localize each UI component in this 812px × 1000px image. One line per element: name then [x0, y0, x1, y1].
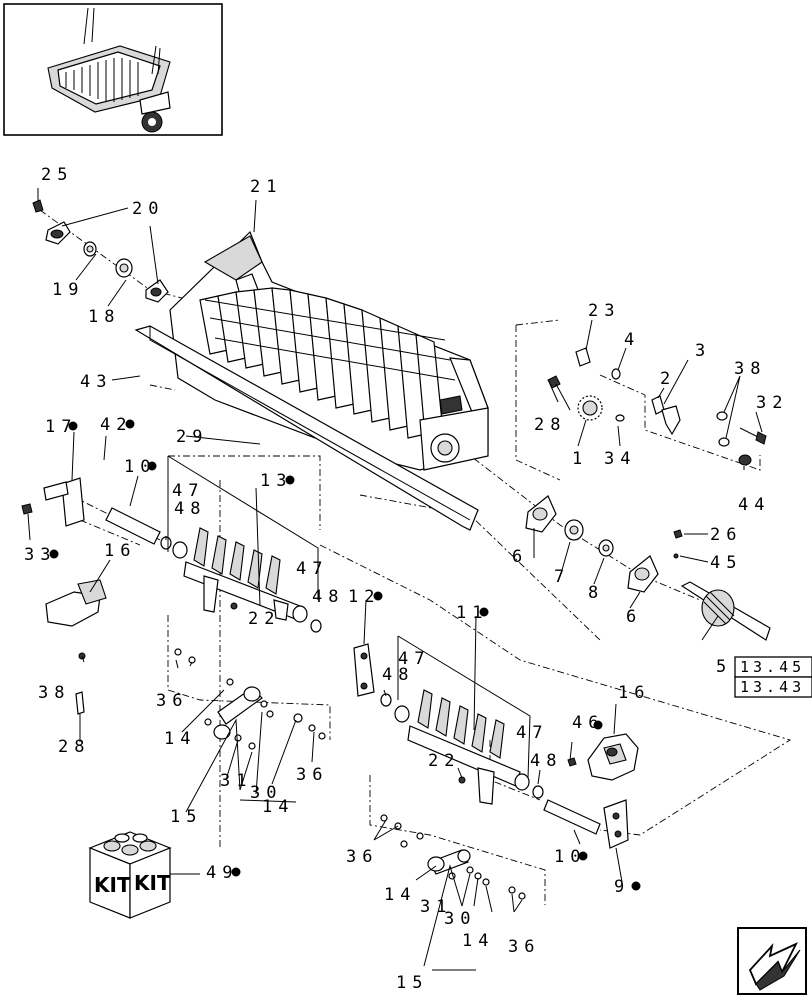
center-cam-arm-group [380, 814, 526, 900]
label-15-a: 15 [170, 807, 202, 827]
label-10-right: 10 [554, 847, 586, 867]
label-3: 3 [695, 341, 711, 361]
label-47-a: 47 [172, 481, 204, 501]
label-11: 11 [456, 603, 488, 623]
label-36-d: 36 [508, 937, 540, 957]
label-49: 49 [206, 863, 238, 883]
label-9: 9 [614, 877, 630, 897]
label-14-a: 14 [164, 729, 196, 749]
label-14-d: 14 [462, 931, 494, 951]
label-45: 45 [710, 553, 742, 573]
label-44: 44 [738, 495, 770, 515]
reference-box-2[interactable]: 13.43 [734, 676, 812, 698]
label-17: 17 [45, 417, 77, 437]
label-18: 18 [88, 307, 120, 327]
label-30-b: 30 [444, 909, 476, 929]
pickup-frame [134, 230, 489, 531]
reference-text-2: 13.43 [740, 678, 805, 696]
label-38-right: 38 [734, 359, 766, 379]
right-shaft-parts [525, 495, 771, 641]
label-6-b: 6 [626, 607, 642, 627]
label-47-b: 47 [296, 559, 328, 579]
label-36-b: 36 [296, 765, 328, 785]
label-28-left: 28 [58, 737, 90, 757]
label-30-a: 30 [250, 783, 282, 803]
left-upper-parts [32, 199, 169, 303]
reference-text-1: 13.45 [740, 658, 805, 676]
nav-arrow-icon[interactable] [737, 927, 807, 995]
label-32: 32 [756, 393, 788, 413]
label-34: 34 [604, 449, 636, 469]
label-46: 46 [572, 713, 604, 733]
drive-parts [547, 347, 767, 466]
label-47-c: 47 [398, 649, 430, 669]
label-16-left: 16 [104, 541, 136, 561]
label-48-a: 48 [174, 499, 206, 519]
label-25: 25 [41, 165, 73, 185]
label-20: 20 [132, 199, 164, 219]
label-5: 5 [716, 657, 732, 677]
label-31-b: 31 [420, 897, 452, 917]
label-26: 26 [710, 525, 742, 545]
label-21: 21 [250, 177, 282, 197]
label-36-a: 36 [156, 691, 188, 711]
label-1: 1 [572, 449, 588, 469]
label-7: 7 [554, 567, 570, 587]
label-16-right: 16 [618, 683, 650, 703]
label-28-top: 28 [534, 415, 566, 435]
label-14-b: 14 [262, 797, 294, 817]
label-38-left: 38 [38, 683, 70, 703]
label-2: 2 [660, 369, 676, 389]
label-22-center: 22 [428, 751, 460, 771]
label-8: 8 [588, 583, 604, 603]
label-48-b: 48 [312, 587, 344, 607]
label-6-a: 6 [512, 547, 528, 567]
part-labels: 25 20 21 19 18 43 29 23 4 3 2 38 32 28 1… [24, 165, 788, 993]
center-tine-assembly [353, 643, 544, 805]
label-29: 29 [176, 427, 208, 447]
kit-label-right: KIT [134, 871, 171, 895]
left-screw-parts [75, 652, 86, 715]
baler-pickup-thumbnail-icon[interactable] [3, 3, 223, 136]
label-12: 12 [348, 587, 380, 607]
leader-lines [27, 188, 763, 971]
label-15-b: 15 [396, 973, 428, 993]
label-31-a: 31 [220, 771, 252, 791]
label-43: 43 [80, 372, 112, 392]
label-23: 23 [588, 301, 620, 321]
label-33: 33 [24, 545, 56, 565]
label-10-left: 10 [124, 457, 156, 477]
label-42: 42 [100, 415, 132, 435]
label-36-c: 36 [346, 847, 378, 867]
label-48-c: 48 [382, 665, 414, 685]
label-19: 19 [52, 280, 84, 300]
label-4: 4 [624, 330, 640, 350]
label-47-d: 47 [516, 723, 548, 743]
label-48-d: 48 [530, 751, 562, 771]
label-14-c: 14 [384, 885, 416, 905]
right-end-parts [543, 733, 639, 849]
label-22-left: 22 [248, 609, 280, 629]
reference-box-1[interactable]: 13.45 [734, 656, 812, 678]
label-13: 13 [260, 471, 292, 491]
callout-dots [49, 419, 641, 891]
left-cam-arm-group [174, 648, 326, 750]
kit-label-left: KIT [94, 873, 131, 897]
kit-box-icon[interactable]: KIT KIT [88, 831, 172, 919]
